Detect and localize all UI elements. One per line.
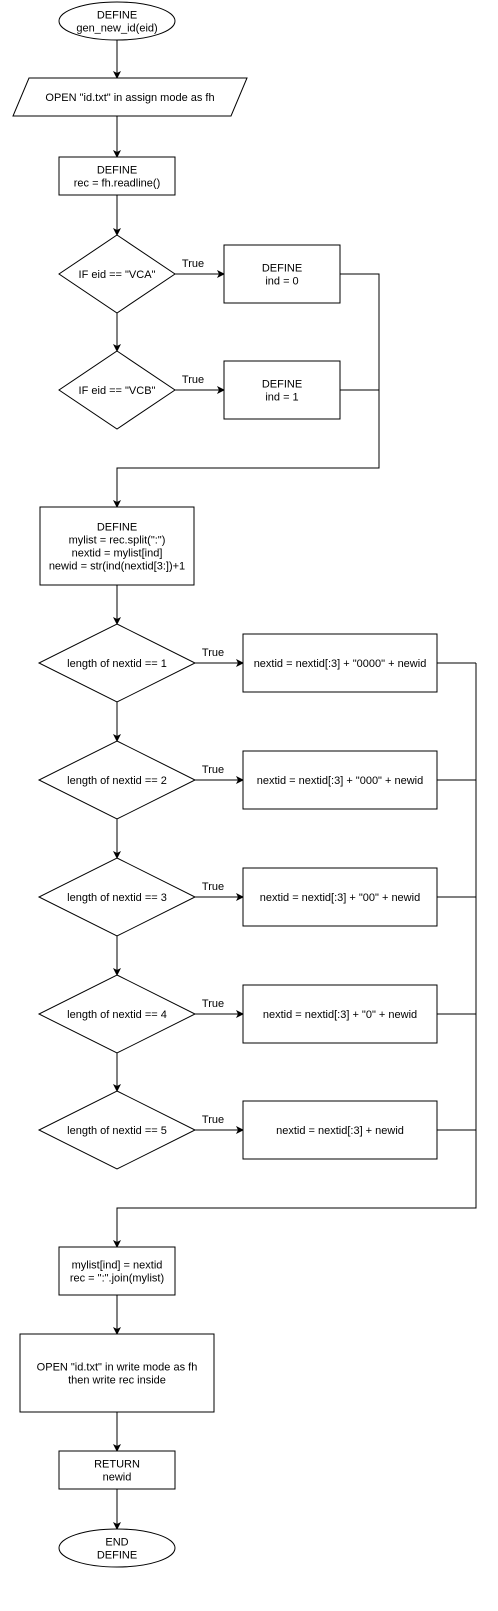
end-terminator-text-line: DEFINE — [97, 1550, 137, 1562]
true-edge-label: True — [182, 374, 204, 386]
decision-length-2-diamond — [37, 740, 197, 820]
decision-length-5-diamond — [37, 1090, 197, 1170]
define-ind-0-step-text-line: ind = 0 — [265, 276, 298, 288]
decision-length-5-text-line: length of nextid == 5 — [67, 1125, 167, 1137]
decision-length-1-diamond — [37, 623, 197, 703]
define-ind-0-step-box — [223, 244, 341, 304]
decision-eid-vca: IF eid == "VCA" — [58, 234, 176, 314]
pad-step-5-text-line: nextid = nextid[:3] + newid — [276, 1125, 404, 1137]
pad-step-3: nextid = nextid[:3] + "00" + newid — [242, 867, 438, 927]
open-file-read-step: OPEN "id.txt" in assign mode as fh — [12, 77, 248, 117]
true-edge-label: True — [202, 881, 224, 893]
pad-step-5-box — [242, 1100, 438, 1160]
end-terminator-ellipse — [58, 1528, 176, 1568]
true-edge-label: True — [202, 647, 224, 659]
open-file-read-step-text-line: OPEN "id.txt" in assign mode as fh — [45, 92, 214, 104]
join-mylist-step-text-line: mylist[ind] = nextid — [72, 1260, 163, 1272]
edge-ind-merge — [113, 273, 380, 508]
pad-step-4: nextid = nextid[:3] + "0" + newid — [242, 984, 438, 1044]
pad-step-2-box — [242, 750, 438, 810]
pad-step-4-text-line: nextid = nextid[:3] + "0" + newid — [263, 1009, 417, 1021]
define-ind-1-step-text-line: DEFINE — [262, 379, 302, 391]
join-mylist-step-text-line: rec = ":".join(mylist) — [70, 1273, 164, 1285]
decision-eid-vcb: IF eid == "VCB" — [58, 350, 176, 430]
true-edge-label: True — [202, 998, 224, 1010]
decision-length-4-diamond — [37, 974, 197, 1054]
return-newid-step-box — [58, 1450, 176, 1490]
decision-length-5: length of nextid == 5 — [37, 1090, 197, 1170]
decision-length-2-text-line: length of nextid == 2 — [67, 775, 167, 787]
open-file-read-step-parallelogram — [12, 77, 248, 117]
pad-step-1-box — [242, 633, 438, 693]
decision-length-4: length of nextid == 4 — [37, 974, 197, 1054]
decision-length-1: length of nextid == 1 — [37, 623, 197, 703]
return-newid-step-text-line: newid — [103, 1472, 132, 1484]
open-file-write-step-text-line: then write rec inside — [68, 1375, 166, 1387]
open-file-write-step-text-line: OPEN "id.txt" in write mode as fh — [37, 1362, 198, 1374]
define-mylist-step-text-line: newid = str(ind(nextid[3:])+1 — [49, 561, 185, 573]
join-mylist-step-box — [58, 1246, 176, 1296]
start-terminator-text-line: DEFINE — [97, 10, 137, 22]
define-mylist-step-text-line: nextid = mylist[ind] — [72, 548, 163, 560]
define-rec-step-text-line: rec = fh.readline() — [74, 178, 161, 190]
decision-length-1-text-line: length of nextid == 1 — [67, 658, 167, 670]
pad-step-3-box — [242, 867, 438, 927]
end-terminator-text-line: END — [105, 1537, 128, 1549]
decision-length-3-diamond — [37, 857, 197, 937]
decision-eid-vca-diamond — [58, 234, 176, 314]
define-mylist-step-text-line: DEFINE — [97, 522, 137, 534]
pad-step-3-text-line: nextid = nextid[:3] + "00" + newid — [260, 892, 420, 904]
flowchart-edges — [113, 40, 477, 1530]
decision-length-4-text-line: length of nextid == 4 — [67, 1009, 167, 1021]
true-edge-label: True — [202, 1114, 224, 1126]
define-ind-1-step-text-line: ind = 1 — [265, 392, 298, 404]
decision-eid-vcb-text-line: IF eid == "VCB" — [79, 385, 156, 397]
pad-step-1-text-line: nextid = nextid[:3] + "0000" + newid — [254, 658, 427, 670]
pad-step-2: nextid = nextid[:3] + "000" + newid — [242, 750, 438, 810]
decision-length-2: length of nextid == 2 — [37, 740, 197, 820]
pad-step-5: nextid = nextid[:3] + newid — [242, 1100, 438, 1160]
define-mylist-step-text-line: mylist = rec.split(":") — [69, 535, 166, 547]
define-rec-step-text-line: DEFINE — [97, 165, 137, 177]
start-terminator-text-line: gen_new_id(eid) — [76, 23, 157, 35]
return-newid-step-text-line: RETURN — [94, 1459, 140, 1471]
decision-length-3-text-line: length of nextid == 3 — [67, 892, 167, 904]
decision-eid-vcb-diamond — [58, 350, 176, 430]
pad-step-2-text-line: nextid = nextid[:3] + "000" + newid — [257, 775, 424, 787]
open-file-write-step-box — [19, 1333, 215, 1413]
true-edge-label: True — [202, 764, 224, 776]
define-ind-0-step-text-line: DEFINE — [262, 263, 302, 275]
decision-eid-vca-text-line: IF eid == "VCA" — [79, 269, 156, 281]
define-ind-1-step-box — [223, 360, 341, 420]
define-mylist-step-box — [39, 506, 195, 586]
define-rec-step-box — [58, 156, 176, 196]
edge-pad-merge — [113, 663, 477, 1248]
pad-step-1: nextid = nextid[:3] + "0000" + newid — [242, 633, 438, 693]
start-terminator-ellipse — [58, 1, 176, 41]
true-edge-label: True — [182, 258, 204, 270]
pad-step-4-box — [242, 984, 438, 1044]
decision-length-3: length of nextid == 3 — [37, 857, 197, 937]
